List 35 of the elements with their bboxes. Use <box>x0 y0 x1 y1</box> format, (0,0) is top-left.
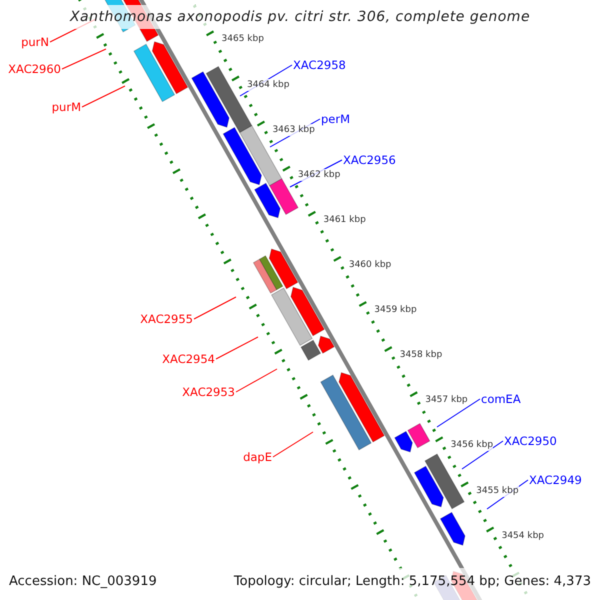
gene-label: XAC2960 <box>8 61 61 77</box>
scale-label: 3455 kbp <box>476 484 519 497</box>
scale-label: 3462 kbp <box>298 168 340 181</box>
genome-summary-text: Topology: circular; Length: 5,175,554 bp; Genes: 4,373 <box>234 574 591 590</box>
leader-line <box>236 368 278 392</box>
gene-label: XAC2949 <box>529 472 582 488</box>
leader-line <box>82 86 126 108</box>
scale-label: 3460 kbp <box>348 259 392 272</box>
gene-label: XAC2953 <box>182 384 235 400</box>
gene-label: comEA <box>481 391 521 407</box>
gene-label: purN <box>21 34 49 50</box>
gene-label: dapE <box>243 449 272 465</box>
leader-line <box>194 296 236 320</box>
gene-label: XAC2958 <box>293 57 346 73</box>
leader-line <box>462 440 504 470</box>
leader-line <box>62 48 106 70</box>
scale-label: 3463 kbp <box>272 124 315 136</box>
scale-label: 3454 kbp <box>502 530 544 542</box>
gene-label: purM <box>52 99 81 115</box>
scale-label: 3456 kbp <box>450 439 494 452</box>
gene-label: XAC2950 <box>504 433 557 449</box>
scale-label: 3461 kbp <box>323 214 366 226</box>
scale-label: 3458 kbp <box>400 349 442 362</box>
gene-label: XAC2956 <box>343 152 396 168</box>
scale-label: 3465 kbp <box>222 33 264 46</box>
gene-label: XAC2955 <box>140 311 193 327</box>
leader-line <box>272 432 314 458</box>
scale-label: 3464 kbp <box>247 78 290 91</box>
leader-line <box>216 336 258 360</box>
accession-text: Accession: NC_003919 <box>9 574 157 590</box>
scale-label: 3459 kbp <box>374 304 417 316</box>
gene-label: perM <box>321 111 350 127</box>
gene-label: XAC2954 <box>162 351 215 367</box>
scale-label: 3457 kbp <box>425 394 468 406</box>
leader-line <box>436 398 480 428</box>
